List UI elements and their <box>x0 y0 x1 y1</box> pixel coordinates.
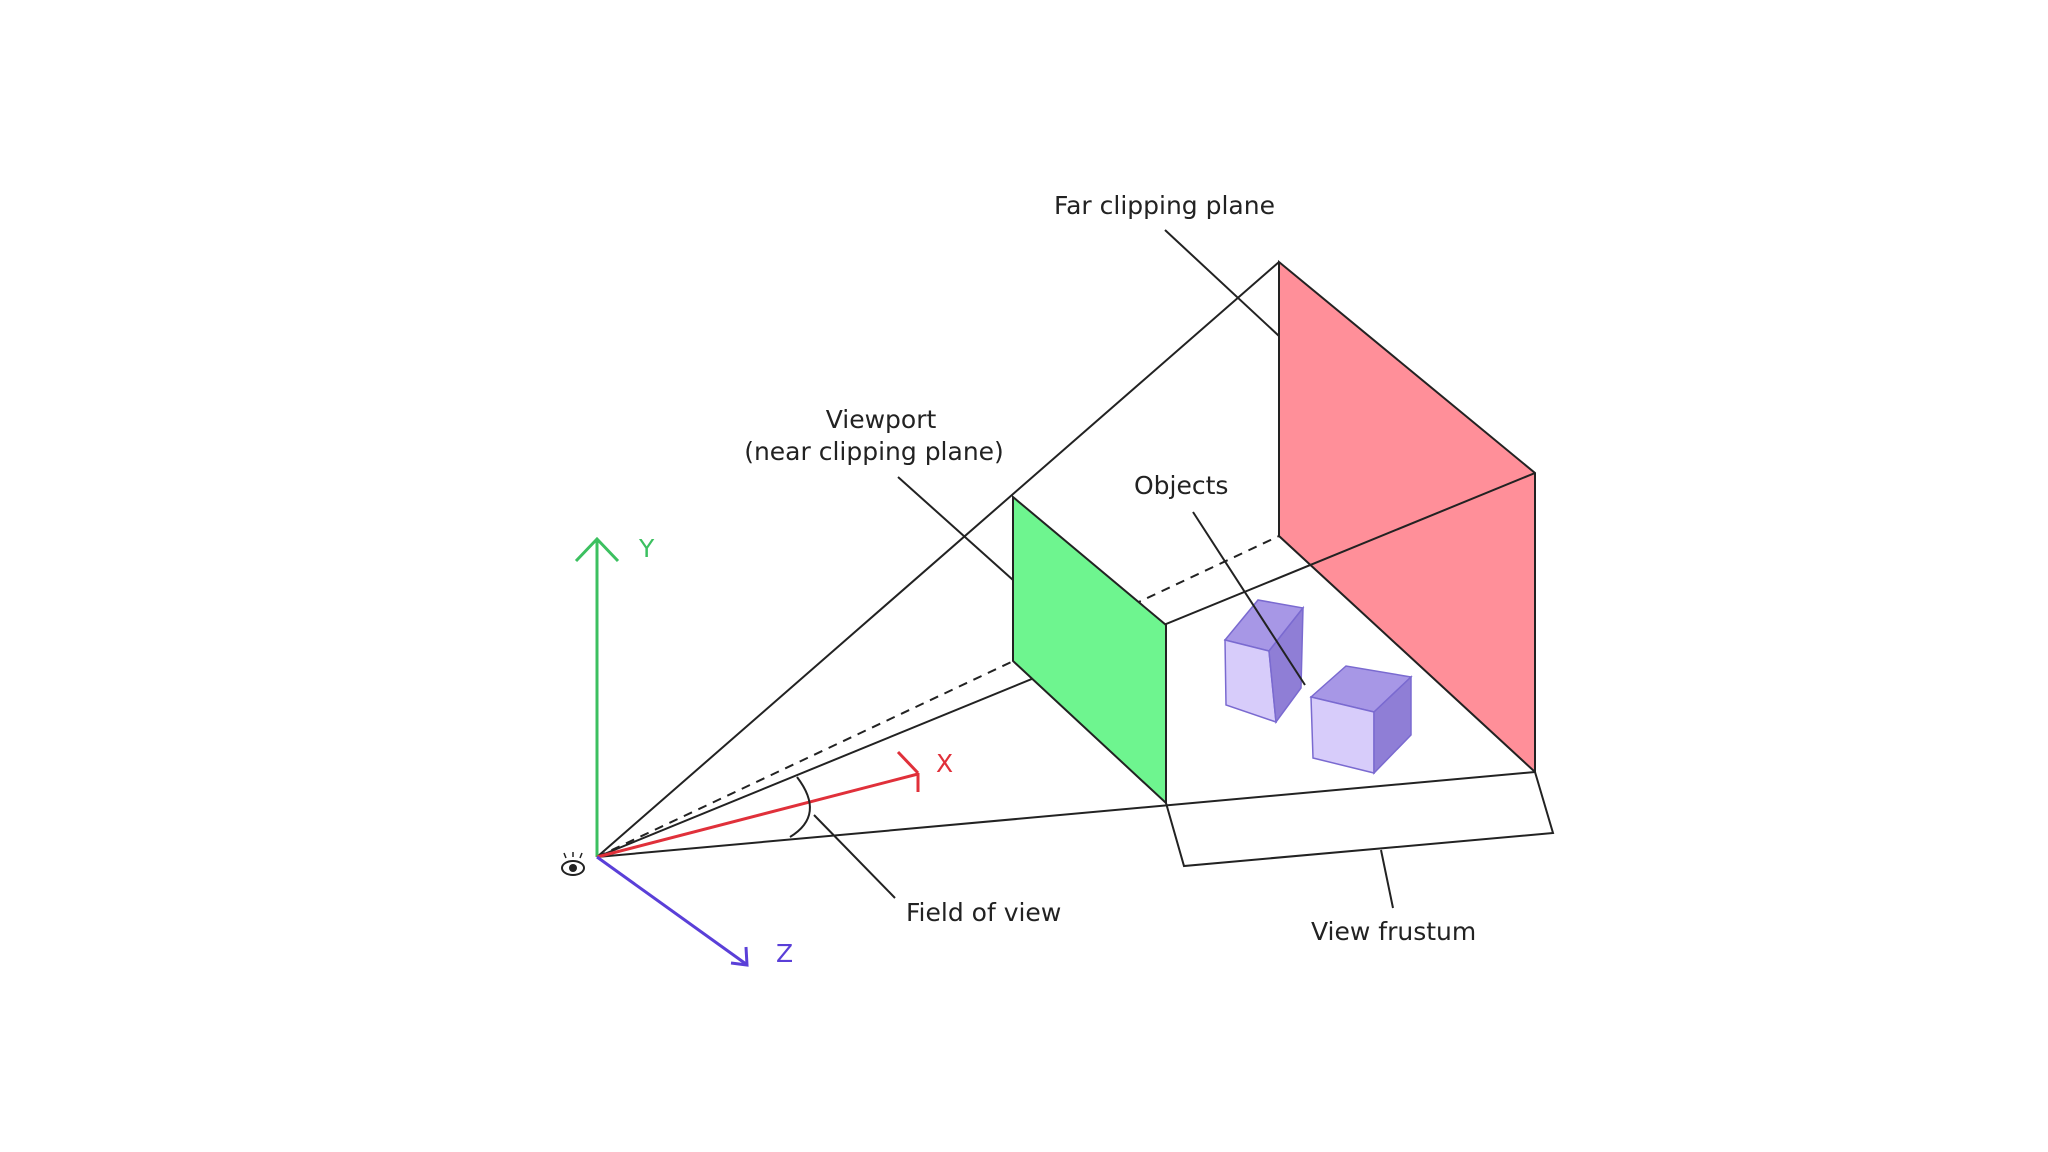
field-of-view-arc <box>789 776 811 838</box>
leader-far-plane <box>1164 229 1280 337</box>
label-field-of-view: Field of view <box>906 898 1061 927</box>
eye-icon <box>561 852 585 876</box>
label-objects: Objects <box>1134 471 1228 500</box>
y-axis <box>574 536 620 857</box>
label-near-clipping-plane: (near clipping plane) <box>744 437 1004 466</box>
object-cube-2 <box>1309 665 1413 775</box>
cube-2-side <box>1373 675 1412 775</box>
label-y-axis: Y <box>638 534 655 563</box>
x-axis <box>596 750 920 859</box>
frustum-edge-top-back <box>596 261 1280 858</box>
object-cube-1 <box>1223 599 1305 725</box>
leader-field-of-view <box>813 814 896 899</box>
leader-view-frustum <box>1380 849 1394 909</box>
label-z-axis: Z <box>776 939 793 968</box>
label-view-frustum: View frustum <box>1311 917 1476 946</box>
label-x-axis: X <box>936 749 953 778</box>
cube-1-front <box>1224 639 1277 724</box>
cube-1-side <box>1268 605 1304 725</box>
label-far-clipping-plane: Far clipping plane <box>1054 191 1275 220</box>
leader-objects <box>1192 511 1306 686</box>
label-viewport: Viewport <box>826 405 937 434</box>
leader-viewport <box>897 476 1014 581</box>
near-clipping-plane <box>1012 494 1167 806</box>
z-axis <box>596 855 749 967</box>
view-frustum-bracket <box>1165 771 1555 868</box>
frustum-edge-bottom-front <box>596 771 1536 858</box>
frustum-edge-bottom-back <box>596 535 1280 858</box>
